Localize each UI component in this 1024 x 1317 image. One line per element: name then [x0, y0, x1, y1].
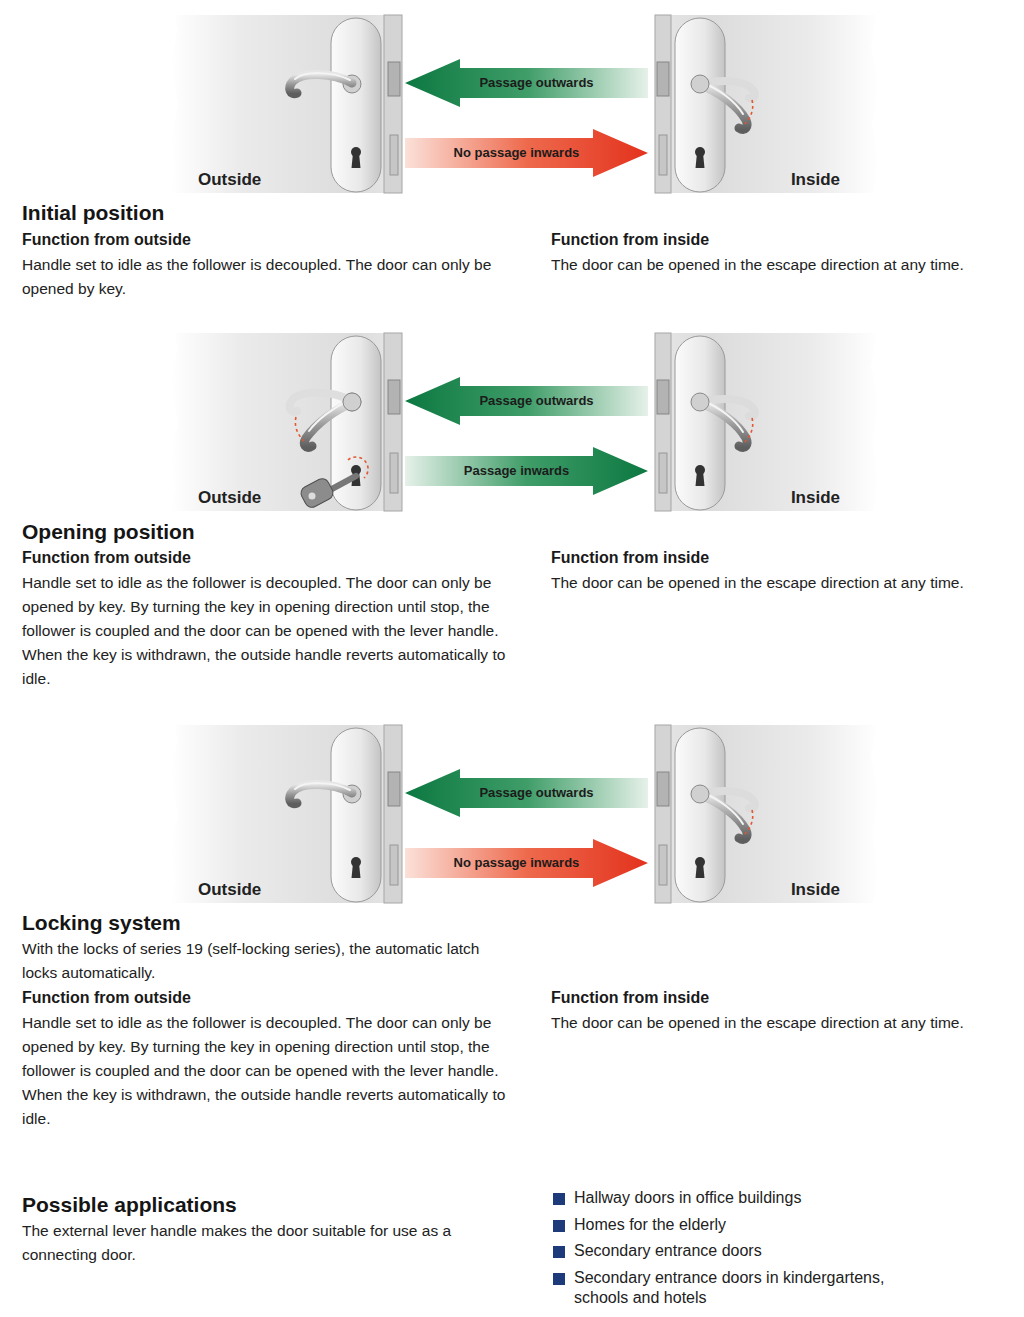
arrow-label: Passage inwards — [464, 463, 570, 479]
body-text: The door can be opened in the escape dir… — [551, 1011, 1016, 1035]
passage-arrow — [405, 769, 648, 817]
bullet-square — [553, 1220, 565, 1232]
outside-door-hardware — [170, 15, 402, 193]
passage-arrow — [405, 59, 648, 107]
arrow-label: No passage inwards — [454, 855, 580, 871]
bullet-square — [553, 1273, 565, 1285]
function-heading: Function from outside — [22, 987, 522, 1009]
body-text: Handle set to idle as the follower is de… — [22, 1011, 527, 1131]
side-label: Inside — [791, 488, 840, 508]
side-label: Inside — [791, 880, 840, 900]
function-heading: Function from inside — [551, 547, 1016, 569]
inside-door-hardware — [655, 333, 879, 511]
body-text: With the locks of series 19 (self-lockin… — [22, 937, 512, 985]
bullet-square — [553, 1246, 565, 1258]
side-label: Outside — [198, 880, 261, 900]
door-side-panel: Outside — [170, 333, 405, 511]
body-text: Handle set to idle as the follower is de… — [22, 571, 527, 691]
outside-lever-pressed-with-key — [290, 392, 368, 509]
inside-door-hardware — [655, 725, 879, 903]
function-heading: Function from inside — [551, 987, 1016, 1009]
bullet-square — [553, 1193, 565, 1205]
side-label: Inside — [791, 170, 840, 190]
body-text: The door can be opened in the escape dir… — [551, 253, 1016, 277]
bullet-item: Homes for the elderly — [574, 1215, 1014, 1235]
outside-door-hardware — [170, 725, 402, 903]
body-text: The external lever handle makes the door… — [22, 1219, 512, 1267]
door-side-panel: Outside — [170, 725, 405, 903]
door-side-panel: Inside — [648, 15, 880, 193]
section-heading: Initial position — [22, 200, 522, 226]
bullet-item: Hallway doors in office buildings — [574, 1188, 1014, 1208]
passage-arrow — [405, 839, 648, 887]
arrow-label: Passage outwards — [479, 785, 593, 801]
passage-arrow — [405, 447, 648, 495]
outside-lever-handle — [290, 783, 352, 804]
function-heading: Function from inside — [551, 229, 1016, 251]
door-side-panel: Inside — [648, 333, 880, 511]
side-label: Outside — [198, 488, 261, 508]
outside-door-hardware — [170, 333, 402, 511]
passage-arrow — [405, 377, 648, 425]
section-heading: Opening position — [22, 519, 522, 545]
door-side-panel: Inside — [648, 725, 880, 903]
function-heading: Function from outside — [22, 547, 522, 569]
passage-arrow — [405, 129, 648, 177]
section-heading: Locking system — [22, 910, 522, 936]
side-label: Outside — [198, 170, 261, 190]
arrow-label: Passage outwards — [479, 393, 593, 409]
inside-door-hardware — [655, 15, 879, 193]
bullet-item: Secondary entrance doors in kindergarten… — [574, 1268, 934, 1308]
body-text: The door can be opened in the escape dir… — [551, 571, 1016, 595]
outside-lever-handle — [290, 73, 352, 94]
bullet-item: Secondary entrance doors — [574, 1241, 1014, 1261]
arrow-label: Passage outwards — [479, 75, 593, 91]
function-heading: Function from outside — [22, 229, 522, 251]
arrow-label: No passage inwards — [454, 145, 580, 161]
section-heading: Possible applications — [22, 1192, 522, 1218]
door-side-panel: Outside — [170, 15, 405, 193]
body-text: Handle set to idle as the follower is de… — [22, 253, 527, 301]
